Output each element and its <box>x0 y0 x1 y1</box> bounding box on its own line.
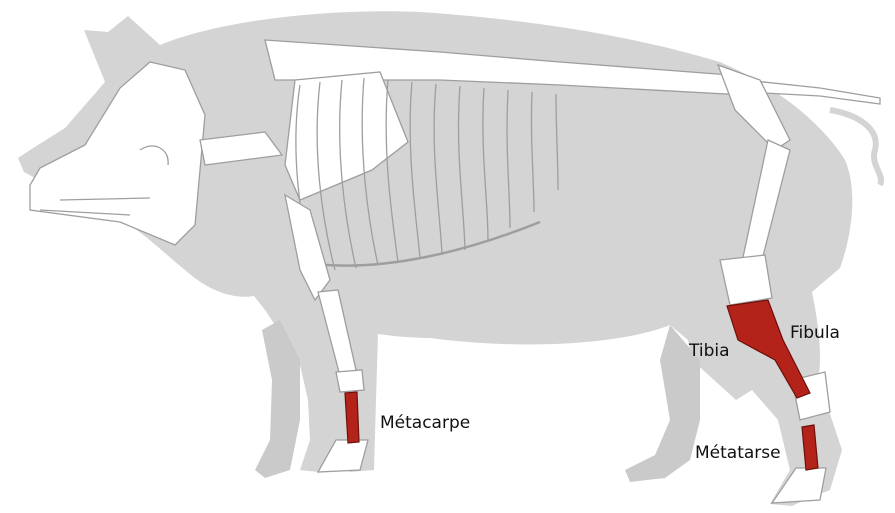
carpals <box>336 370 364 392</box>
hind-phalanges <box>772 468 826 503</box>
patella-joint <box>720 255 772 305</box>
label-metatarse: Métatarse <box>695 443 781 463</box>
label-tibia: Tibia <box>688 341 730 361</box>
label-fibula: Fibula <box>790 323 840 343</box>
metacarpe-bone <box>345 392 359 443</box>
label-metacarpe: Métacarpe <box>380 413 470 433</box>
